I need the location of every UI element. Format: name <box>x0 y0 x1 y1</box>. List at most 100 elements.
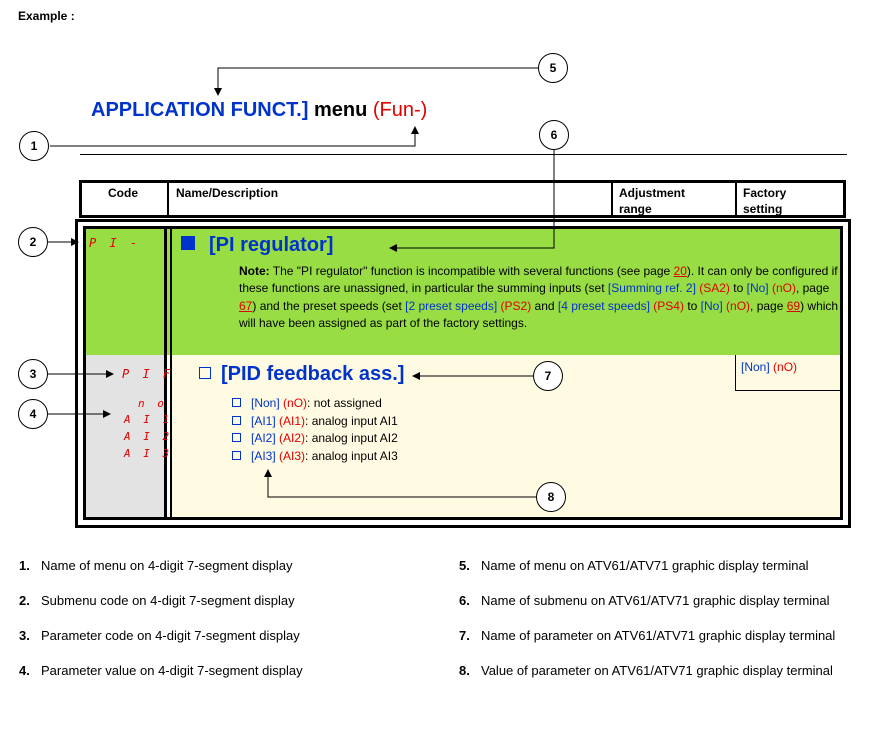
value-code: A I 2 <box>124 430 173 443</box>
legend-item: 8.Value of parameter on ATV61/ATV71 grap… <box>459 663 833 678</box>
column-divider <box>170 229 172 517</box>
note-text: ). It can only be configured if these fu… <box>239 264 838 296</box>
value-name: [AI2] <box>251 431 276 445</box>
column-divider <box>164 229 167 517</box>
page-link[interactable]: 69 <box>786 298 801 313</box>
menu-title: APPLICATION FUNCT.] menu (Fun-) <box>91 99 427 122</box>
parameter-row <box>171 355 840 517</box>
menu-title-code: (Fun-) <box>372 99 428 121</box>
note-text: ) and the preset speeds (set <box>252 298 406 313</box>
legend-num: 2. <box>19 593 30 608</box>
callout-3: 3 <box>18 359 48 389</box>
note-text: , page <box>750 298 787 313</box>
header-name: Name/Description <box>176 186 279 200</box>
value-code-text: (AI1) <box>275 414 306 428</box>
legend-item: 1.Name of menu on 4-digit 7-segment disp… <box>19 558 292 573</box>
note-text: ) which will have been assigned as part … <box>239 298 839 331</box>
header-divider <box>611 183 613 215</box>
param-name: [No] <box>700 298 723 313</box>
callout-6: 6 <box>539 120 569 150</box>
checkbox-icon <box>232 433 241 442</box>
menu-title-word: menu <box>308 99 373 121</box>
legend-item: 2. Submenu code on 4-digit 7-segment disp… <box>19 593 295 608</box>
legend-item: 5. Name of menu on ATV61/ATV71 graphic di… <box>459 558 809 573</box>
empty-square-icon <box>199 367 211 379</box>
value-desc: : not assigned <box>307 396 382 410</box>
legend-num: 7. <box>459 628 470 643</box>
page-link[interactable]: 67 <box>239 298 253 313</box>
legend-text: Parameter code on 4-digit 7-segment disp… <box>41 628 300 643</box>
table-header: Code Name/Description Adjustment range Fa… <box>79 180 846 218</box>
factory-name: [Non] <box>741 360 770 374</box>
table-inner-frame <box>83 226 843 520</box>
header-factory-line2: setting <box>743 202 783 216</box>
value-desc: : analog input AI1 <box>305 414 398 428</box>
header-range-line2: range <box>619 202 652 216</box>
param-name: [Summing ref. 2] <box>607 281 696 296</box>
param-name: [No] <box>746 281 769 296</box>
legend-num: 6. <box>459 593 470 608</box>
legend-num: 1. <box>19 558 30 573</box>
value-code: A I 1 <box>124 413 173 426</box>
arrow-5 <box>214 67 539 96</box>
header-factory-line1: Factory <box>743 186 787 200</box>
legend-item: 3. Parameter code on 4-digit 7-segment di… <box>19 628 300 643</box>
callout-7: 7 <box>533 361 563 391</box>
legend-num: 3. <box>19 628 30 643</box>
submenu-title-text: [PI regulator] <box>209 234 334 256</box>
legend-text: Parameter value on 4-digit 7-segment dis… <box>41 663 303 678</box>
arrow-8 <box>264 469 537 498</box>
page-link[interactable]: 20 <box>673 264 687 278</box>
factory-code: (nO) <box>769 360 798 374</box>
legend-text: Name of submenu on ATV61/ATV71 graphic d… <box>481 593 830 608</box>
value-option: [AI2] (AI2): analog input AI2 <box>232 431 398 445</box>
header-factory: Factory setting <box>737 183 837 216</box>
parameter-code: P I F <box>122 367 174 381</box>
factory-setting: [Non] (nO) <box>741 360 797 374</box>
param-code: (PS4) <box>649 298 684 313</box>
submenu-row <box>86 229 840 355</box>
factory-line <box>735 390 842 391</box>
arrow-1 <box>50 126 419 147</box>
header-code: Code <box>108 186 138 200</box>
legend-num: 5. <box>459 558 470 573</box>
checkbox-icon <box>232 416 241 425</box>
value-desc: : analog input AI2 <box>305 431 398 445</box>
legend-text: Name of menu on ATV61/ATV71 graphic disp… <box>481 558 809 573</box>
legend-item: 4. Parameter value on 4-digit 7-segment d… <box>19 663 303 678</box>
legend-text: Submenu code on 4-digit 7-segment displa… <box>41 593 295 608</box>
note-text: The "PI regulator" function is incompati… <box>269 264 674 278</box>
value-code: A I 3 <box>124 447 173 460</box>
value-code-text: (nO) <box>279 396 308 410</box>
value-desc: : analog input AI3 <box>305 449 398 463</box>
value-option: [Non] (nO): not assigned <box>232 396 382 410</box>
parameter-title: [PID feedback ass.] <box>199 363 404 386</box>
arrow-6 <box>389 148 555 252</box>
param-code: (nO) <box>722 298 751 313</box>
value-option: [AI3] (AI3): analog input AI3 <box>232 449 398 463</box>
value-option: [AI1] (AI1): analog input AI1 <box>232 414 398 428</box>
callout-4: 4 <box>18 399 48 429</box>
parameter-title-text: [PID feedback ass.] <box>221 363 405 385</box>
value-code-text: (AI3) <box>275 449 306 463</box>
checkbox-icon <box>232 398 241 407</box>
menu-title-name: APPLICATION FUNCT.] <box>91 99 309 121</box>
legend-text: Value of parameter on ATV61/ATV71 graphi… <box>481 663 833 678</box>
legend-num: 4. <box>19 663 30 678</box>
header-range-line1: Adjustment <box>619 186 685 200</box>
param-name: [2 preset speeds] <box>405 298 498 313</box>
legend-text: Name of parameter on ATV61/ATV71 graphic… <box>481 628 836 643</box>
param-code: (PS2) <box>497 298 532 313</box>
callout-2: 2 <box>18 227 48 257</box>
legend-item: 7. Name of parameter on ATV61/ATV71 graph… <box>459 628 835 643</box>
divider <box>80 154 847 155</box>
header-divider <box>735 183 737 215</box>
note-text: , page <box>795 281 830 296</box>
filled-square-icon <box>181 236 195 250</box>
param-name: [4 preset speeds] <box>557 298 650 313</box>
parameter-code-cell <box>86 355 164 517</box>
callout-5: 5 <box>538 53 568 83</box>
note-text: to <box>729 281 747 296</box>
value-name: [AI3] <box>251 449 276 463</box>
